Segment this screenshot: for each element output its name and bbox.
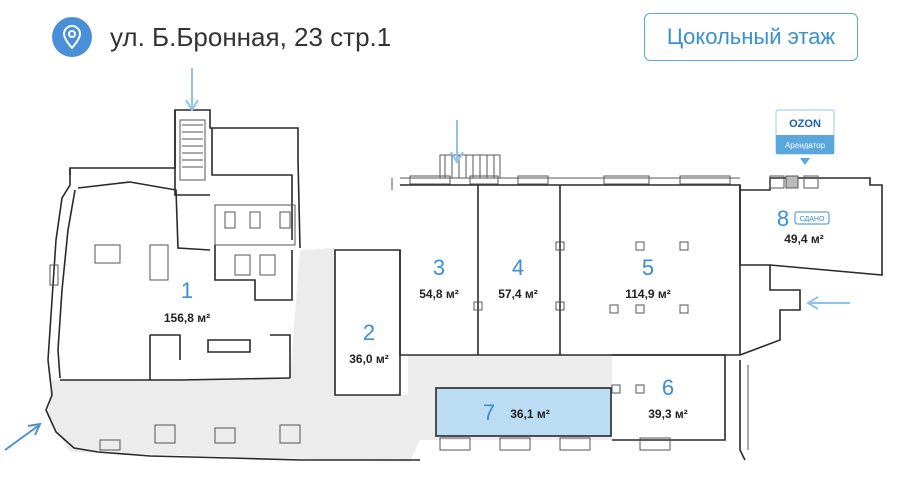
room-number: 7	[483, 400, 495, 425]
room-4[interactable]: 4 57,4 м²	[498, 255, 538, 301]
room-number: 2	[363, 320, 375, 345]
room-5[interactable]: 5 114,9 м²	[625, 255, 671, 301]
room-7-label[interactable]: 7 36,1 м²	[483, 400, 550, 425]
room-number: 3	[433, 255, 445, 280]
status-badge-text: СДАНО	[800, 216, 825, 223]
room-2[interactable]: 2 36,0 м²	[349, 320, 389, 366]
location-pin-icon	[52, 17, 92, 57]
room-number: 6	[662, 375, 674, 400]
tenant-label: Арендатор	[785, 141, 826, 150]
status-badge	[794, 211, 830, 225]
room-area: 156,8 м²	[164, 311, 210, 325]
ozon-logo: OZON	[789, 118, 821, 130]
room-number: 4	[512, 255, 524, 280]
room-8[interactable]: 8 СДАНО 49,4 м²	[777, 206, 830, 246]
room-3[interactable]: 3 54,8 м²	[419, 255, 459, 301]
entrance-arrow-icon	[185, 68, 199, 112]
room-1[interactable]: 1 156,8 м²	[164, 278, 210, 325]
room-7[interactable]	[435, 387, 612, 437]
room-number: 1	[181, 278, 193, 303]
address-text: ул. Б.Бронная, 23 стр.1	[110, 21, 392, 52]
room-area: 36,1 м²	[510, 407, 550, 421]
entrance-arrow-icon	[806, 296, 850, 310]
tenant-badge: OZON Арендатор	[775, 109, 835, 165]
room-area: 54,8 м²	[419, 287, 459, 301]
address-header: ул. Б.Бронная, 23 стр.1	[52, 12, 391, 62]
room-area: 39,3 м²	[648, 407, 688, 421]
room-number: 8	[777, 206, 789, 231]
entrance-arrow-icon	[450, 120, 464, 164]
room-6[interactable]: 6 39,3 м²	[648, 375, 688, 421]
entrance-arrow-icon	[4, 422, 42, 451]
room-area: 36,0 м²	[349, 352, 389, 366]
room-area: 57,4 м²	[498, 287, 538, 301]
floor-selector-button[interactable]: Цокольный этаж	[644, 13, 858, 61]
room-number: 5	[642, 255, 654, 280]
room-area: 49,4 м²	[784, 232, 824, 246]
room-area: 114,9 м²	[625, 287, 671, 301]
